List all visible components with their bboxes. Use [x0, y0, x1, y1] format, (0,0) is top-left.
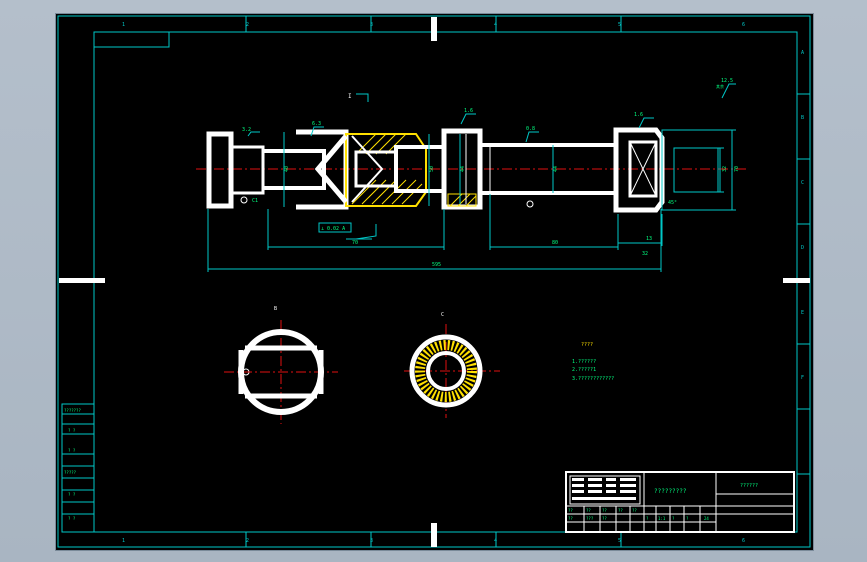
side-label-6: ? ? — [68, 516, 76, 521]
title-block-cell: ??? — [586, 516, 594, 521]
dim-dia-shaft2: 32 — [722, 166, 728, 172]
dim-dia-mid: 50 — [429, 166, 435, 172]
surface-mark: 12.5 — [721, 78, 733, 84]
zone-letter: B — [801, 115, 804, 121]
outer-frame — [57, 15, 811, 548]
title-block-cell: ? — [686, 516, 689, 521]
dimension-texts: 595 70 80 13 32 70 32 40 50 44 44 3.2 6.… — [242, 78, 740, 268]
zone-number-bottom: 3 — [370, 538, 373, 544]
section-c-label: C — [441, 312, 444, 318]
tech-note-2: 2.?????1 — [572, 367, 596, 373]
title-block-cell: ?? — [602, 516, 607, 521]
title-block-cell: ?? — [618, 508, 623, 513]
surface-mark2: 其余 — [716, 83, 724, 89]
zone-number-bottom: 1 — [122, 538, 125, 544]
zone-letter: E — [801, 310, 804, 316]
dim-dia-left: 40 — [284, 166, 290, 172]
zone-letter: C — [801, 180, 804, 186]
rough-3: 1.6 — [464, 108, 473, 114]
chamfer: C1 — [252, 198, 258, 204]
side-column: ??????? ? ? ? ? ????? ? ? ? ? — [61, 403, 95, 533]
rough-5: 1.6 — [634, 112, 643, 118]
rough-4: 0.8 — [526, 126, 535, 132]
rough-1: 3.2 — [242, 127, 251, 133]
zone-number-top: 4 — [494, 22, 497, 28]
title-block-cell: ?? — [602, 508, 607, 513]
drawing-title: ????????? — [654, 488, 687, 495]
svg-text:⊥ 0.02 A: ⊥ 0.02 A — [321, 226, 345, 232]
dim-dia-right: 70 — [734, 166, 740, 172]
gtol-frame: ⊥ 0.02 A — [318, 222, 352, 233]
zone-letter: F — [801, 375, 804, 381]
title-block-cell: 1:1 — [658, 516, 666, 521]
dim-overall: 595 — [432, 262, 441, 268]
title-block-cell: ?? — [568, 516, 573, 521]
zone-letter: A — [801, 50, 804, 56]
title-block-cell: ? — [672, 516, 675, 521]
side-label-5: ? ? — [68, 492, 76, 497]
drawing-title-right: ?????? — [740, 483, 758, 489]
dimension-lines — [207, 83, 736, 272]
dim-right-span: 80 — [552, 240, 558, 246]
dim-dia-shaft: 44 — [460, 166, 466, 172]
title-block-cell: ?? — [632, 508, 637, 513]
corner-box — [94, 32, 170, 48]
title-block: ????????? ?????? ????????????????? ?1:1?… — [565, 471, 795, 533]
section-view-c: C — [404, 312, 500, 418]
side-label-1: ??????? — [64, 408, 81, 413]
zone-number-top: 2 — [246, 22, 249, 28]
zone-letter: D — [801, 245, 804, 251]
zone-number-bottom: 5 — [618, 538, 621, 544]
section-view-b: B — [224, 306, 338, 424]
rough-2: 6.3 — [312, 121, 321, 127]
dim-left-span: 70 — [352, 240, 358, 246]
section-b-label: B — [274, 306, 277, 312]
angle: 45° — [668, 200, 677, 206]
zone-number-top: 1 — [122, 22, 125, 28]
tech-note-1: 1.?????? — [572, 359, 596, 365]
tech-title: ???? — [581, 342, 593, 348]
zone-number-bottom: 4 — [494, 538, 497, 544]
technical-notes: ???? 1.?????? 2.?????1 3.???????????? — [572, 342, 614, 382]
zone-number-bottom: 2 — [246, 538, 249, 544]
shaft-elevation — [196, 127, 746, 213]
inner-frame — [93, 31, 798, 533]
dim-len-small: 13 — [646, 236, 652, 242]
center-marks — [59, 17, 810, 547]
zone-number-top: 3 — [370, 22, 373, 28]
zone-ticks — [245, 16, 810, 547]
title-block-cell: ?? — [586, 508, 591, 513]
section-top-label: I — [348, 93, 352, 100]
side-label-2: ? ? — [68, 428, 76, 433]
side-label-3: ? ? — [68, 448, 76, 453]
zone-number-top: 5 — [618, 22, 621, 28]
zone-number-bottom: 6 — [742, 538, 745, 544]
dim-len-small2: 32 — [642, 251, 648, 257]
title-block-cell: ? — [646, 516, 649, 521]
dim-dia-shaft-b: 44 — [553, 166, 559, 172]
tech-note-3: 3.???????????? — [572, 376, 614, 382]
title-block-cell: 24 — [704, 516, 709, 521]
side-label-4: ????? — [64, 470, 77, 475]
zone-number-top: 6 — [742, 22, 745, 28]
title-block-cell: ?? — [568, 508, 573, 513]
